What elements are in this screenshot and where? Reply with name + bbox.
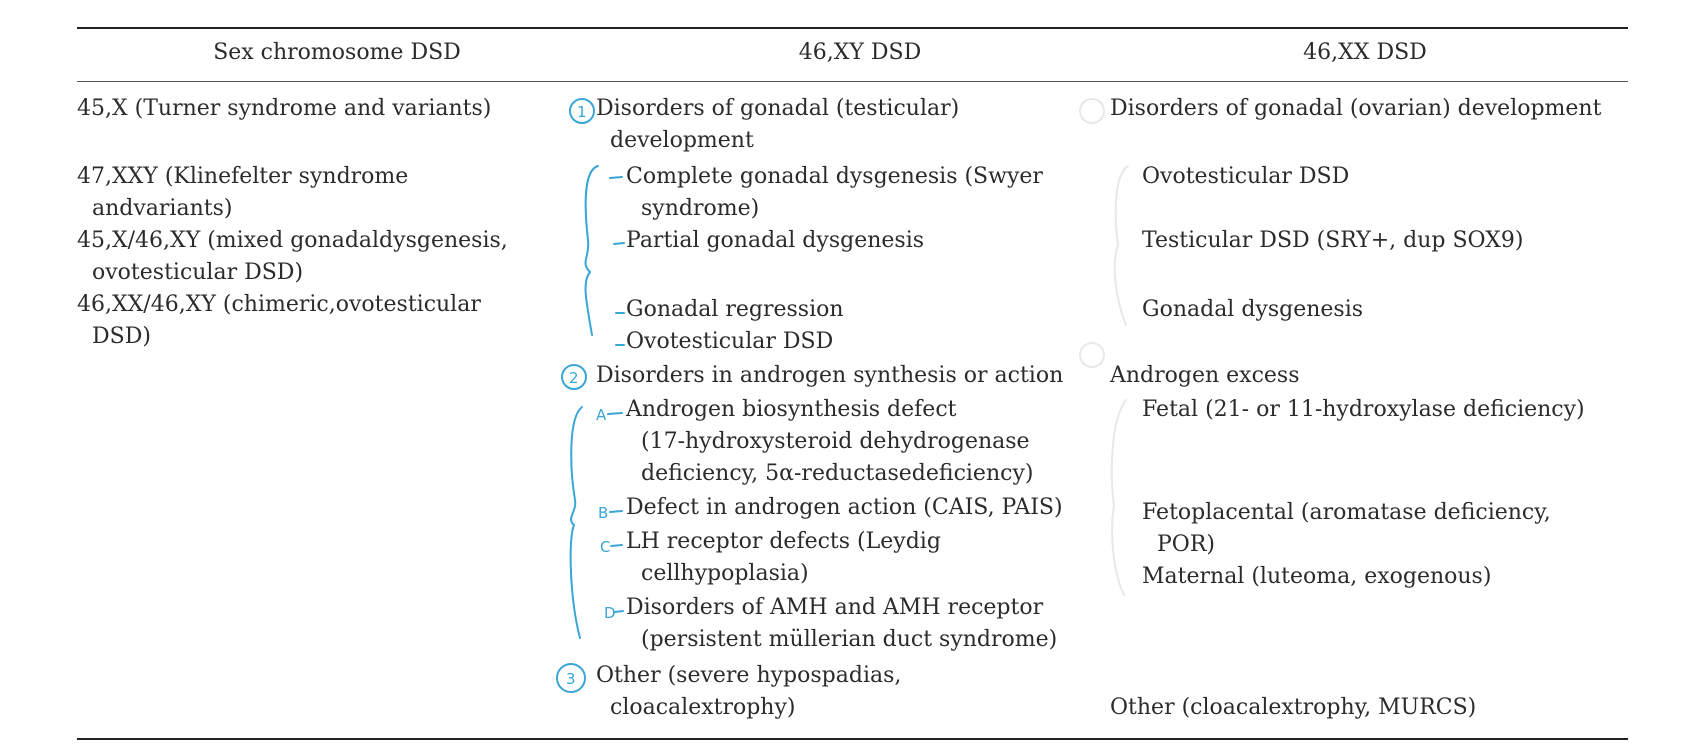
col2-item-androgen-action: Defect in androgen action (CAIS, PAIS) [626,495,1063,520]
dash-icon [609,510,623,513]
brace-group2-icon [569,406,583,639]
col1-item-mixed: 45,X/46,XY (mixed gonadaldysgenesis, [77,228,508,253]
dash-icon [613,242,625,245]
col2-item-biosynthesis-cont1: (17-hydroxysteroid dehydrogenase [641,429,1030,454]
table-bottom-rule [77,738,1628,740]
column-header-46xx: 46,XX DSD [1303,40,1427,65]
col2-group-other-cont: cloacalextrophy) [610,695,796,720]
col2-item-amh: Disorders of AMH and AMH receptor [626,595,1044,620]
col2-group-gonadal-cont: development [610,128,754,153]
dash-icon [614,610,624,613]
circled-number-2-label: 2 [569,369,579,387]
col3-item-gonadal-dysgenesis: Gonadal dysgenesis [1142,297,1364,322]
col2-item-ovotesticular: Ovotesticular DSD [626,329,834,354]
col2-group-other: Other (severe hypospadias, [596,663,902,688]
col3-item-testicular: Testicular DSD (SRY+, dup SOX9) [1142,228,1524,253]
col3-item-fetoplacental-cont: POR) [1157,532,1215,557]
col1-item-klinefelter-cont: andvariants) [92,196,233,221]
col1-item-klinefelter: 47,XXY (Klinefelter syndrome [77,164,409,189]
col2-item-complete-dysgenesis: Complete gonadal dysgenesis (Swyer [626,164,1043,189]
col3-item-fetoplacental: Fetoplacental (aromatase deficiency, [1142,500,1551,525]
faint-brace-2-icon [1110,399,1127,596]
col3-group-other: Other (cloacalextrophy, MURCS) [1110,695,1477,720]
table-top-rule [77,27,1628,29]
col2-group-gonadal: Disorders of gonadal (testicular) [596,96,960,121]
letter-d-label: D [604,604,616,622]
col2-item-amh-cont: (persistent müllerian duct syndrome) [641,627,1058,652]
col2-item-lh-receptor-cont: cellhypoplasia) [641,561,809,586]
dash-icon [610,544,623,547]
letter-a-label: A [596,406,607,424]
dash-icon [609,176,623,179]
circled-number-3-icon [556,663,586,693]
col1-item-chimeric: 46,XX/46,XY (chimeric,ovotesticular [77,292,481,317]
circled-number-1-icon [569,98,595,124]
col3-item-maternal: Maternal (luteoma, exogenous) [1142,564,1492,589]
col2-item-partial-dysgenesis: Partial gonadal dysgenesis [626,228,925,253]
col3-item-fetal: Fetal (21- or 11-hydroxylase deficiency) [1142,397,1585,422]
column-header-sex-chromosome: Sex chromosome DSD [213,40,461,65]
col3-group-androgen-excess: Androgen excess [1110,363,1300,388]
col2-item-gonadal-regression: Gonadal regression [626,297,844,322]
brace-group1-icon [584,165,599,336]
circled-number-2-icon [561,364,587,390]
col1-item-chimeric-cont: DSD) [92,324,151,349]
col1-item-mixed-cont: ovotesticular DSD) [92,260,304,285]
letter-b-label: B [598,504,608,522]
circled-number-3-label: 3 [566,670,576,688]
col2-item-biosynthesis: Androgen biosynthesis defect [626,397,957,422]
letter-c-label: C [600,538,610,556]
col2-item-biosynthesis-cont2: deficiency, 5α-reductasedeficiency) [641,461,1034,486]
faint-brace-1-icon [1113,165,1129,326]
col2-group-androgen: Disorders in androgen synthesis or actio… [596,363,1064,388]
dash-icon [607,412,623,415]
faint-circle-2-icon [1079,342,1105,368]
col2-item-lh-receptor: LH receptor defects (Leydig [626,529,941,554]
faint-circle-1-icon [1079,98,1105,124]
col3-item-ovotesticular: Ovotesticular DSD [1142,164,1350,189]
column-header-46xy: 46,XY DSD [798,40,922,65]
circled-number-1-label: 1 [577,103,587,121]
table-header-rule [77,81,1628,82]
col3-group-ovarian: Disorders of gonadal (ovarian) developme… [1110,96,1602,121]
col1-item-turner: 45,X (Turner syndrome and variants) [77,96,492,121]
col2-item-complete-dysgenesis-cont: syndrome) [641,196,760,221]
